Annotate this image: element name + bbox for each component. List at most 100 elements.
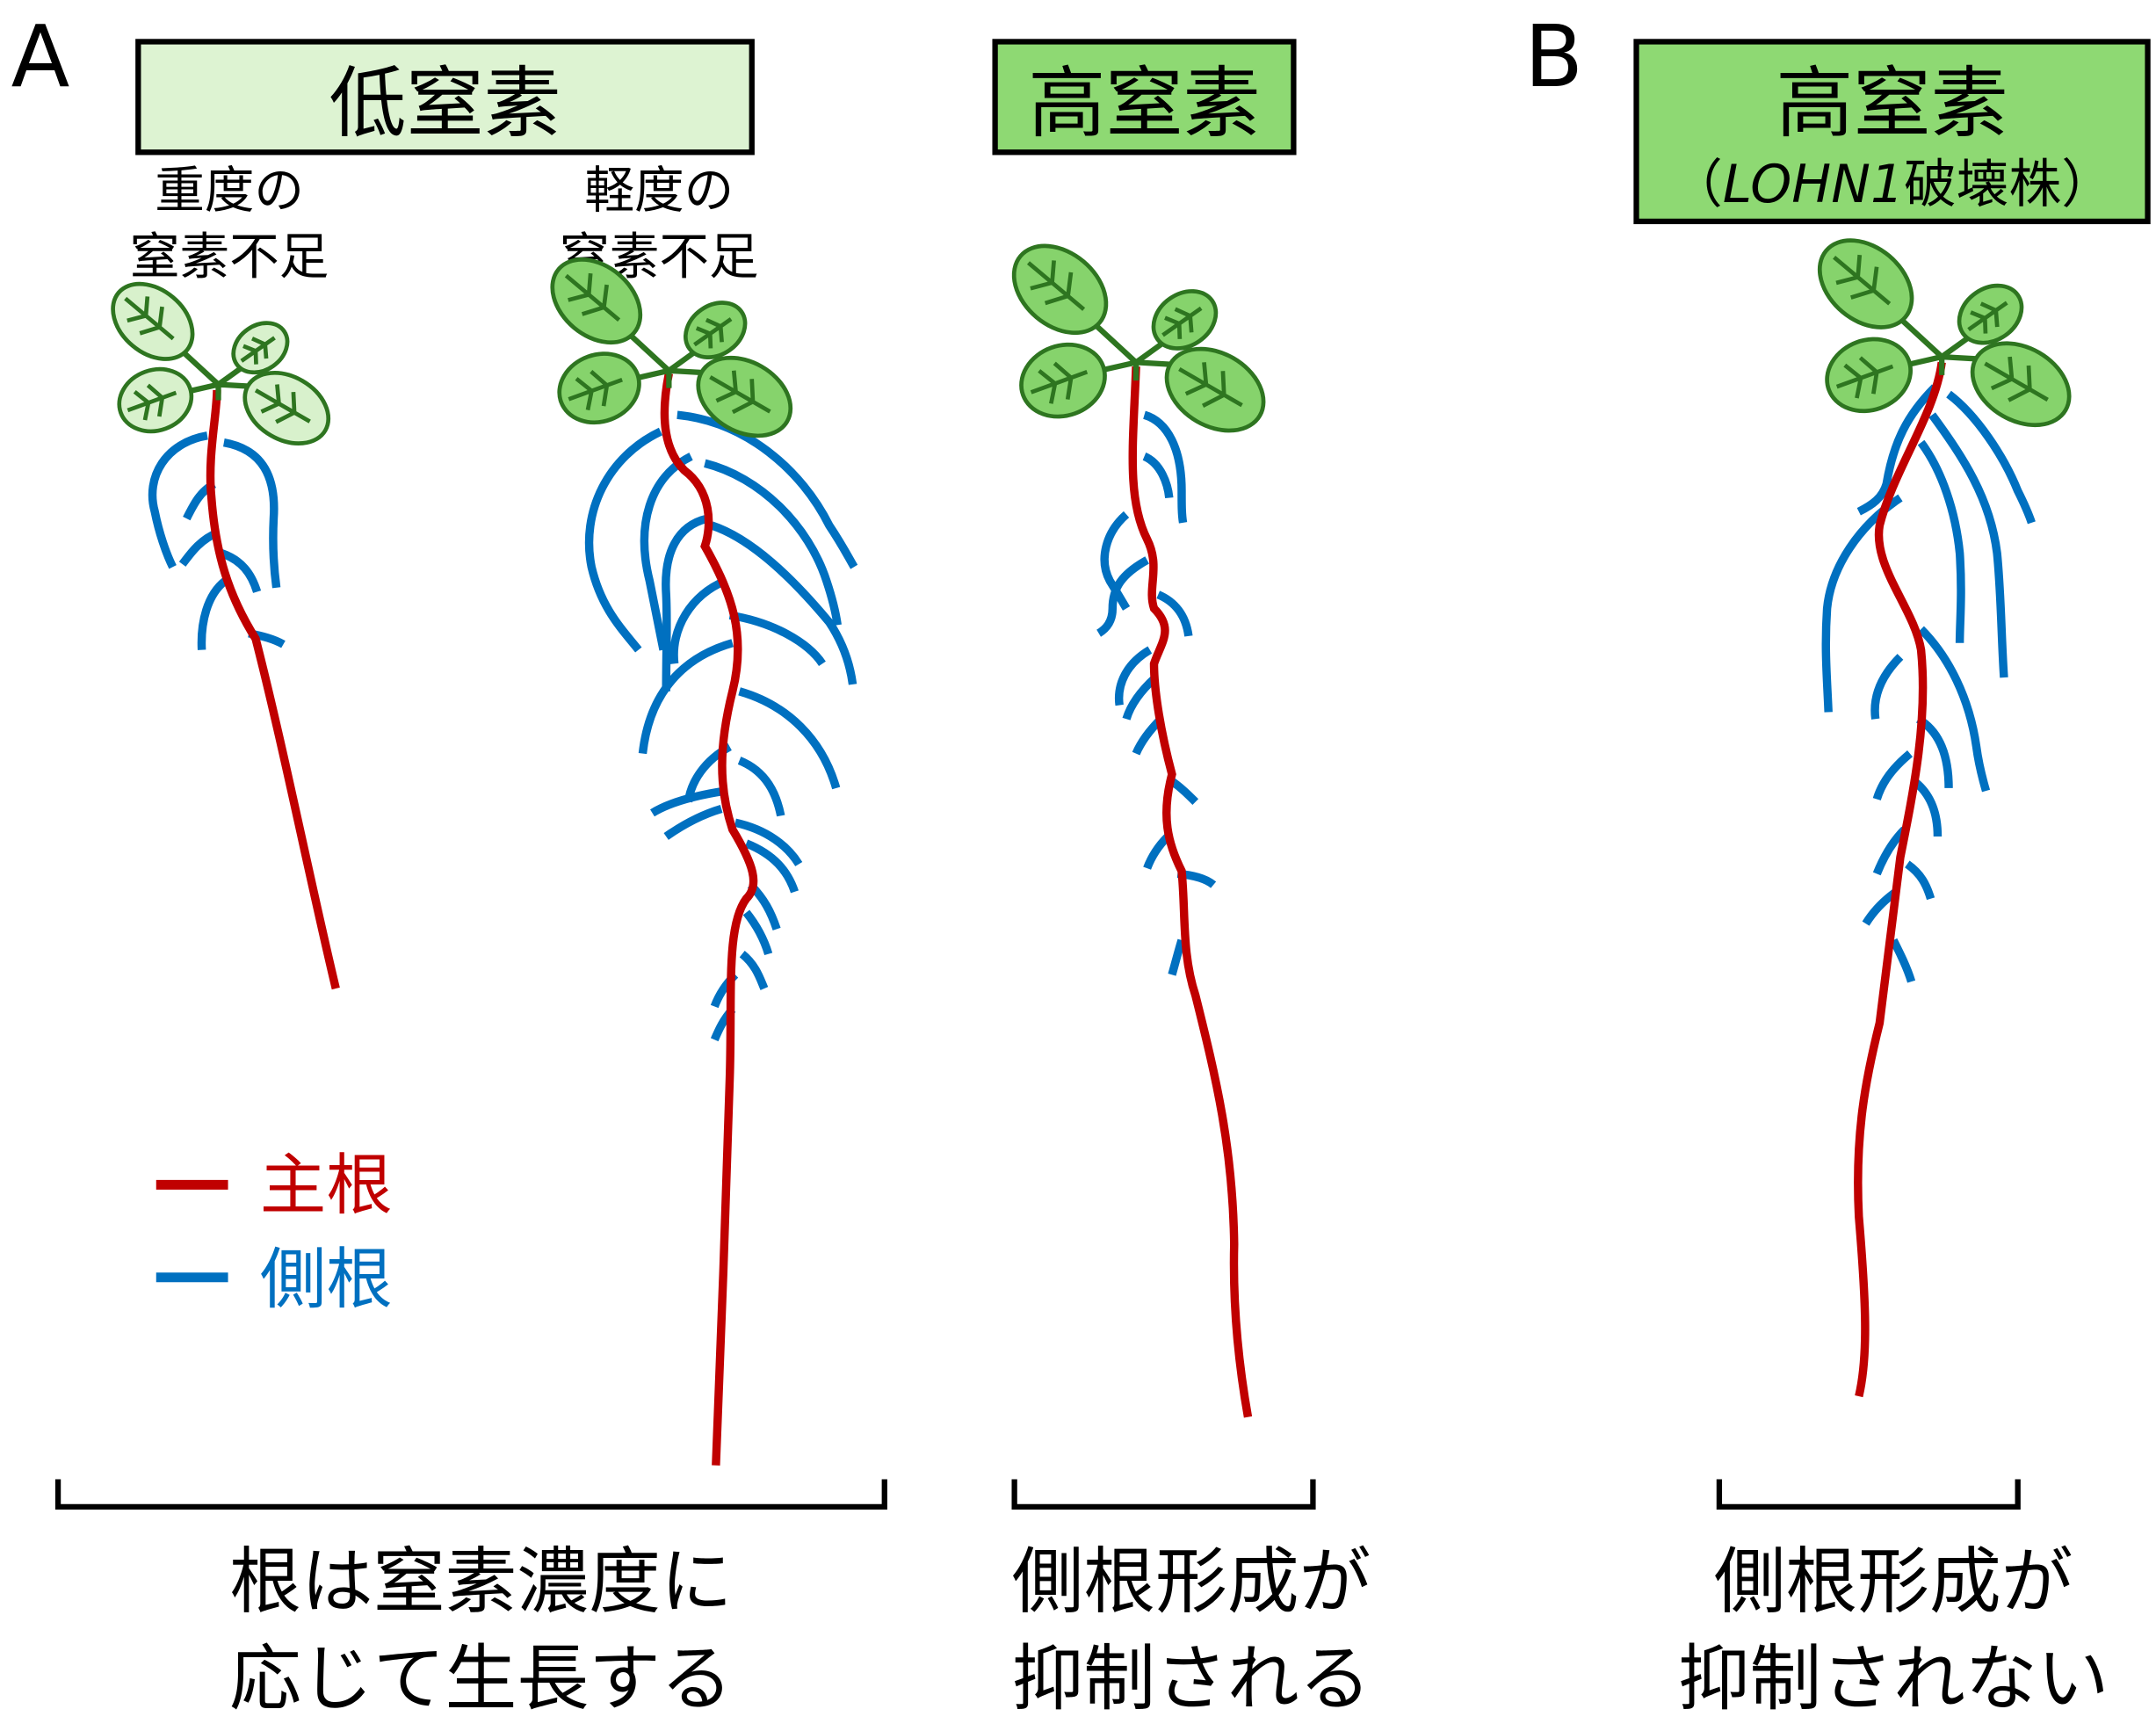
caption-mutant-line1: 側根形成が [1714,1540,2073,1624]
bracket-mutant [1716,1479,2021,1510]
lateral-root [640,453,693,651]
leaf [696,355,793,438]
lateral-root [1142,410,1188,524]
lateral-root [738,687,841,790]
caption-low-line2: 応じて生長する [229,1637,733,1720]
lateral-roots [1821,384,2036,983]
leaf [111,281,195,361]
high-nitrogen-box [992,39,1297,156]
legend-lateral-root-label: 側根 [260,1241,393,1318]
shoot-lohn1-mutant [1817,238,2072,428]
low-nitrogen-title: 低窒素 [329,58,561,148]
shoot-severe-deficiency [111,281,331,445]
caption-high-line2: 抑制される [1011,1637,1371,1720]
lateral-root [1889,938,1916,983]
lateral-root [1168,938,1186,976]
lateral-root [1142,453,1174,499]
plant-mild-deficiency [584,373,858,1466]
lateral-root [584,427,662,653]
mutant-title: 高窒素 [1776,58,2008,148]
lateral-roots [584,410,858,1042]
bracket-high-nitrogen [1011,1479,1316,1510]
leaf [1011,243,1109,336]
petioles [1076,307,1190,381]
leaf [1957,283,2024,345]
lateral-root [734,818,803,867]
leaf [1817,238,1914,330]
shoot-high-nitrogen [1011,243,1266,433]
leaf [557,351,641,425]
lateral-root [710,521,857,685]
lateral-root [638,639,734,755]
lateral-root [220,549,262,594]
lateral-root [1905,860,1935,901]
mild-deficiency-line1: 軽度の [584,162,734,220]
petioles [611,317,720,388]
leaf [684,301,748,359]
low-nitrogen-header: 低窒素 [135,39,755,156]
lateral-root [1169,778,1199,805]
plant-severe-deficiency [148,389,340,990]
legend-primary-root-label: 主根 [260,1147,393,1224]
lateral-root [744,839,799,894]
mutant-subtitle: （LOHN1破壊株） [1670,155,2114,215]
bracket-low-nitrogen [54,1479,887,1510]
leaf [1019,342,1107,419]
lateral-root [1917,439,1965,643]
high-nitrogen-header: 高窒素 [992,39,1297,156]
primary-root [1128,366,1253,1418]
lateral-root [1946,390,2036,525]
subtitle-open-paren: （ [1670,155,1723,215]
lateral-root [728,611,826,667]
leaf [550,257,643,345]
lateral-root [742,909,773,956]
lateral-root [1872,750,1914,800]
lateral-root [1856,384,1938,516]
lateral-root [1918,626,1991,793]
primary-root [1854,361,1946,1398]
panel-b-label: B [1524,7,1583,107]
panel-a-label: A [11,7,70,107]
caption-high-line1: 側根形成が [1011,1540,1371,1624]
lateral-root [148,431,208,569]
leaf [242,370,331,445]
lateral-root [1928,412,2008,678]
lateral-root [704,459,842,626]
subtitle-rest: 破壊株 [1904,155,2061,215]
lateral-root [1156,590,1193,637]
petioles [166,336,265,401]
leaf [1825,337,1913,414]
mutant-box [1633,39,2151,225]
lateral-root [669,576,727,664]
subtitle-close-paren: ） [2061,155,2114,215]
shoot-mild-deficiency [550,257,793,438]
mutant-header: 高窒素 （LOHN1破壊株） [1633,39,2151,225]
lateral-root [1821,494,1903,713]
petioles [1882,301,1995,375]
primary-root [206,389,340,990]
lateral-root [1870,654,1904,720]
lateral-root [222,438,281,589]
high-nitrogen-title: 高窒素 [1028,58,1260,148]
lateral-root [1100,511,1131,611]
leaf [231,321,290,375]
legend: 主根 側根 [156,1147,393,1318]
leaf [1970,341,2072,428]
gene-name: LOHN1 [1723,155,1904,215]
lateral-root [737,757,785,817]
severe-deficiency-line1: 重度の [155,162,304,220]
caption-low-line1: 根は窒素濃度に [229,1540,733,1624]
lateral-root [662,514,709,692]
primary-root [660,373,758,1466]
lateral-root [739,950,769,990]
lateral-root [1911,778,1943,837]
lateral-root [1143,833,1171,870]
low-nitrogen-box [135,39,755,156]
lateral-root [1114,646,1153,706]
lateral-root [197,577,228,650]
plant-lohn1-mutant [1821,361,2036,1398]
leaf [1151,289,1219,351]
leaf [1164,346,1266,433]
plant-high-nitrogen [1096,366,1253,1418]
